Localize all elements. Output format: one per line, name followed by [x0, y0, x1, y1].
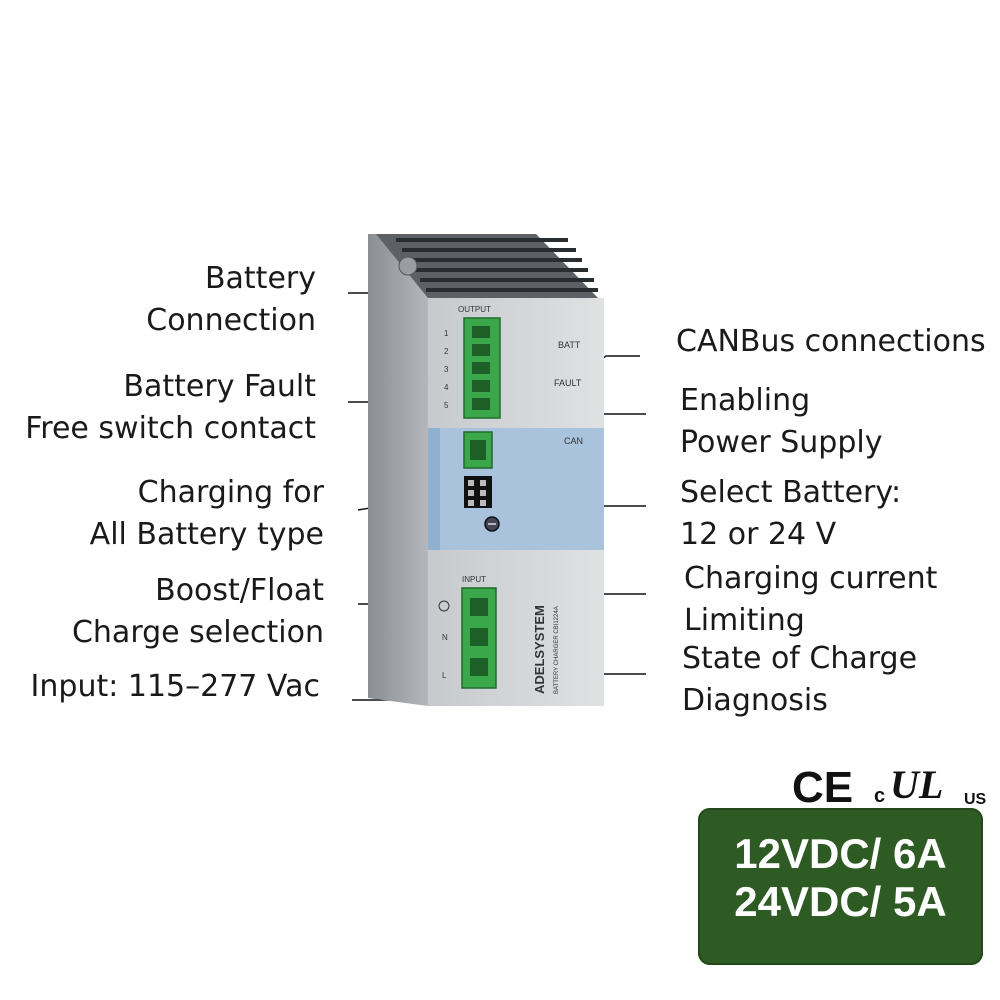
can-label: CAN	[564, 436, 583, 446]
output-pin-3: 3	[444, 365, 449, 374]
output-pin-1: 1	[444, 329, 449, 338]
label-boost-float: Boost/Float Charge selection	[71, 573, 324, 650]
output-pin-2: 2	[444, 347, 449, 356]
output-label: OUTPUT	[458, 305, 491, 314]
label-battery-connection: Battery Connection	[146, 261, 316, 338]
input-pin-n: N	[442, 633, 448, 642]
output-pin-5: 5	[444, 401, 449, 410]
output-pin-4: 4	[444, 383, 449, 392]
fault-label: FAULT	[554, 378, 582, 388]
certification-marks: CE c UL US	[792, 762, 987, 808]
ce-mark: CE	[792, 763, 853, 808]
label-state-of-charge: State of Charge Diagnosis	[682, 641, 918, 718]
rating-24v: 24VDC/ 5A	[734, 878, 947, 925]
ul-mark: UL	[890, 762, 943, 807]
label-charging-all: Charging for All Battery type	[89, 475, 324, 552]
ul-c-mark: c	[874, 785, 885, 807]
rating-12v: 12VDC/ 6A	[734, 830, 947, 877]
batt-label: BATT	[558, 340, 581, 350]
label-canbus: CANBus connections	[676, 324, 986, 359]
label-input: Input: 115–277 Vac	[30, 669, 320, 704]
model-label: BATTERY CHARGER CBI1224A	[554, 606, 560, 694]
input-pin-l: L	[442, 671, 447, 680]
input-label: INPUT	[462, 575, 486, 584]
ratings-badge: 12VDC/ 6A 24VDC/ 5A	[698, 808, 983, 965]
label-battery-fault: Battery Fault Free switch contact	[25, 369, 316, 446]
label-enabling: Enabling Power Supply	[680, 383, 883, 460]
label-charging-current: Charging current Limiting	[684, 561, 938, 638]
label-select-battery: Select Battery: 12 or 24 V	[680, 475, 902, 552]
battery-charger-device: OUTPUT 1 2 3 4 5 BATT FAULT CAN INPUT N …	[368, 234, 604, 706]
brand-label: ADELSYSTEM	[532, 605, 547, 694]
ul-us-mark: US	[964, 791, 987, 808]
